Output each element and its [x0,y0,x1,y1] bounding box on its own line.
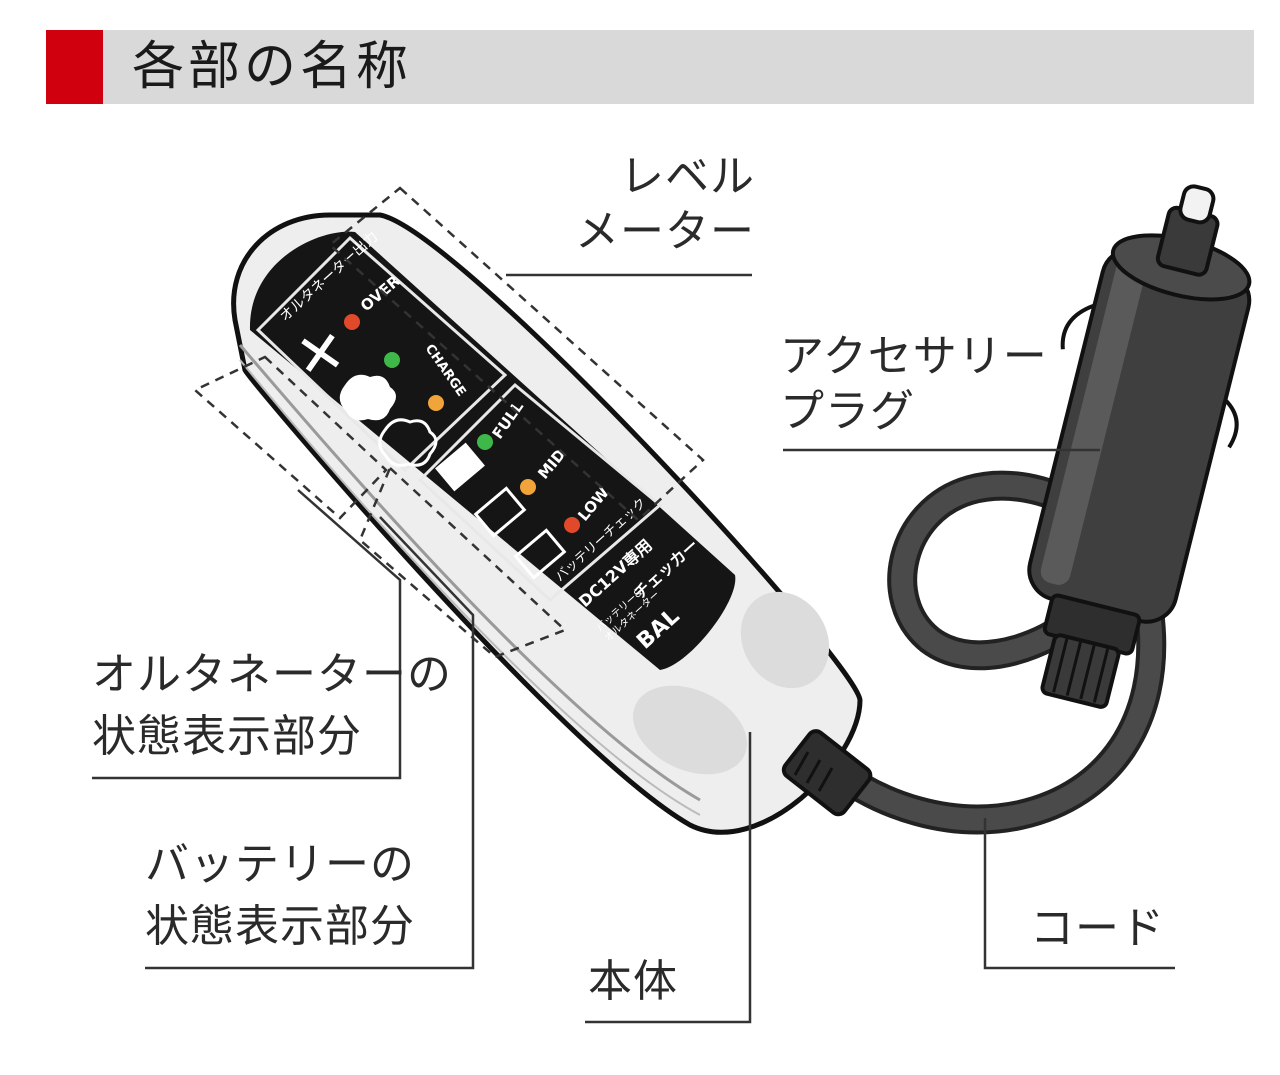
led-mid [520,479,536,495]
callout-alternator-line2: 状態表示部分 [92,711,362,762]
engine-outline-icon [378,418,438,467]
callout-level-meter-line1: レベル [620,151,755,202]
battery-mid-icon [473,486,527,538]
leader-cord [983,818,1175,970]
led-over [344,314,360,330]
led-low [564,517,580,533]
page-title: 各部の名称 [132,37,413,97]
leader-battery [145,516,475,970]
callout-level-meter-line2: メーター [575,206,755,257]
callout-battery-line1: バッテリーの [145,839,415,890]
led-full [477,434,493,450]
title-bar: 各部の名称 [46,30,1254,104]
label-panel: オルタネーター出力 ✕ OVER CHARGE FULL MID LOW バッテ… [249,229,736,671]
cord-connector [781,729,873,817]
battery-full-icon [435,442,485,492]
callout-cord: コード [1030,903,1165,954]
callout-accessory-plug-line1: アクセサリー [780,331,1048,382]
title-accent-block [46,30,103,104]
callout-battery-line2: 状態表示部分 [145,901,415,952]
leader-alternator [92,489,402,780]
cross-icon: ✕ [291,316,351,391]
leader-body [585,732,752,1024]
engine-icon [339,374,396,421]
led-charge-2 [428,395,444,411]
battery-low-icon [513,528,567,580]
callout-main-body: 本体 [588,956,678,1007]
battery-box [358,465,568,659]
alternator-box [192,355,388,520]
callout-accessory-plug-line2: プラグ [780,386,915,437]
accessory-plug [1027,184,1252,709]
callout-alternator-line1: オルタネーターの [92,649,452,700]
led-charge [384,352,400,368]
